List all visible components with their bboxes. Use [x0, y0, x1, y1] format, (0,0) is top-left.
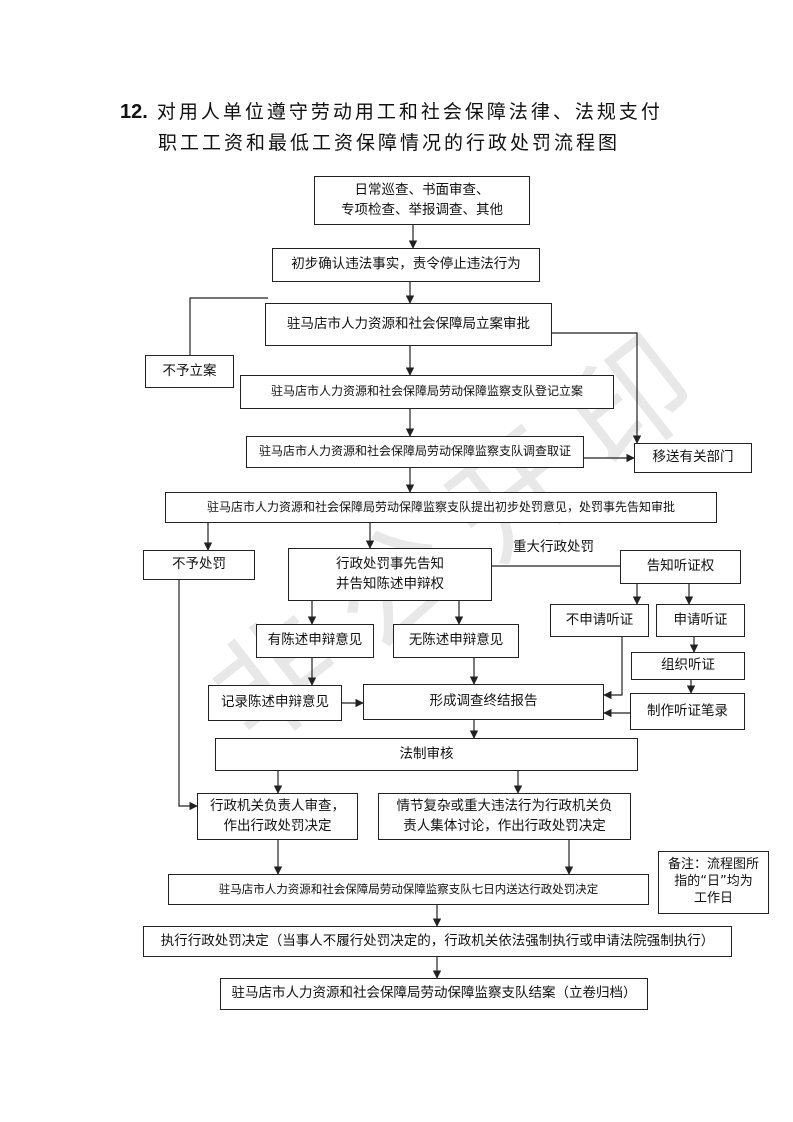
title-number: 12.	[120, 101, 148, 123]
node-execute: 执行行政处罚决定（当事人不履行处罚决定的，行政机关依法强制执行或申请法院强制执行…	[143, 926, 732, 957]
node-serve-decision: 驻马店市人力资源和社会保障局劳动保障监察支队七日内送达行政处罚决定	[168, 874, 649, 905]
node-investigate: 驻马店市人力资源和社会保障局劳动保障监察支队调查取证	[246, 436, 584, 468]
node-hearing-request: 申请听证	[656, 604, 745, 637]
node-register-case: 驻马店市人力资源和社会保障局劳动保障监察支队登记立案	[240, 375, 614, 409]
node-head-review: 行政机关负责人审查， 作出行政处罚决定	[197, 793, 358, 840]
node-prior-notice: 行政处罚事先告知 并告知陈述申辩权	[288, 548, 492, 601]
node-no-filing: 不予立案	[145, 355, 234, 388]
node-collective-discussion: 情节复杂或重大违法行为行政机关负 责人集体讨论，作出行政处罚决定	[378, 793, 631, 840]
page-title-line1: 12. 对用人单位遵守劳动用工和社会保障法律、法规支付	[120, 97, 663, 124]
node-no-hearing-request: 不申请听证	[550, 604, 649, 637]
node-close-case: 驻马店市人力资源和社会保障局劳动保障监察支队结案（立卷归档）	[220, 978, 648, 1010]
node-inspection: 日常巡查、书面审查、 专项检查、举报调查、其他	[314, 176, 530, 225]
page-title-line2: 职工工资和最低工资保障情况的行政处罚流程图	[158, 132, 621, 154]
edge-approval-transfer	[552, 332, 642, 444]
edge-nopenalty-head	[178, 580, 198, 811]
node-note: 备注：流程图所 指的“日”均为 工作日	[658, 851, 769, 914]
node-no-defense: 无陈述申辩意见	[393, 624, 519, 658]
node-organize-hearing: 组织听证	[631, 652, 745, 680]
node-notify-hearing: 告知听证权	[620, 550, 741, 584]
node-bureau-approval: 驻马店市人力资源和社会保障局立案审批	[265, 303, 552, 346]
label-major-penalty: 重大行政处罚	[513, 539, 594, 555]
node-report: 形成调查终结报告	[363, 684, 604, 720]
node-has-defense: 有陈述申辩意见	[256, 624, 374, 658]
node-no-penalty: 不予处罚	[143, 550, 255, 580]
node-record-defense: 记录陈述申辩意见	[208, 685, 342, 721]
edge-norequest-report	[603, 637, 623, 700]
edge-approval-nofiling	[189, 297, 268, 355]
node-confirm-stop: 初步确认违法事实，责令停止违法行为	[272, 248, 540, 282]
title-text-line1: 对用人单位遵守劳动用工和社会保障法律、法规支付	[156, 101, 663, 123]
node-transfer: 移送有关部门	[634, 443, 752, 473]
node-hearing-notes: 制作听证笔录	[630, 693, 745, 730]
node-legal-review: 法制审核	[215, 738, 638, 771]
node-initial-opinion: 驻马店市人力资源和社会保障局劳动保障监察支队提出初步处罚意见，处罚事先告知审批	[165, 492, 717, 523]
